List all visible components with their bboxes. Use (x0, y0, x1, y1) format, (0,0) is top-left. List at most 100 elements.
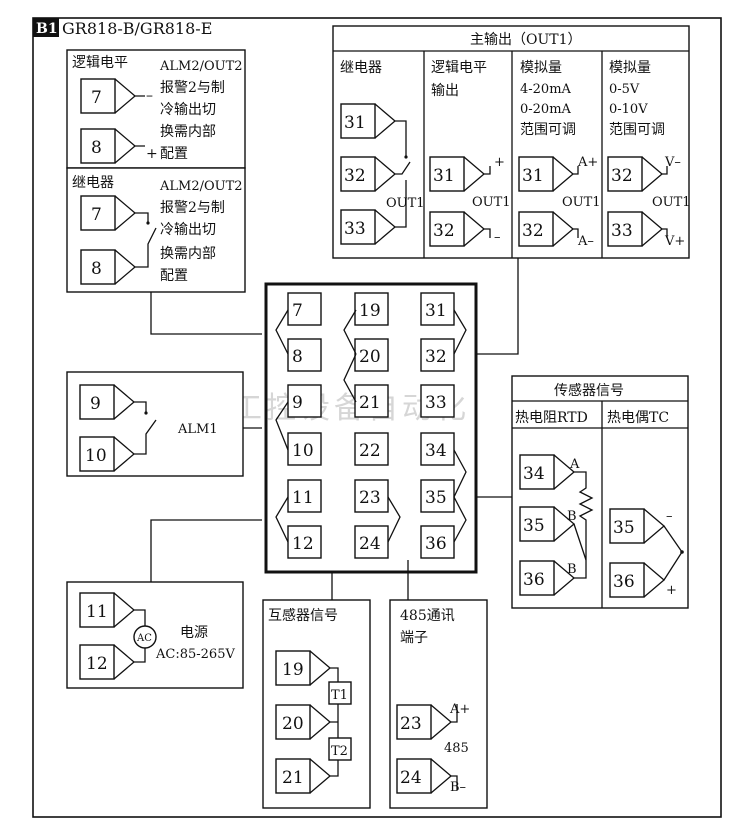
tc-plus: + (666, 583, 677, 598)
center-terminal-col2-1 (354, 338, 389, 372)
mo-col2-t0: 31 (522, 166, 544, 186)
logic-terminal-8 (80, 128, 116, 164)
rtd-letter-b1: B (567, 509, 577, 524)
tc-minus: – (666, 509, 673, 524)
alm1-t0: 9 (90, 394, 101, 414)
mo-col2-title1: 4-20mA (520, 82, 572, 97)
mo-col3-out: OUT1 (652, 195, 691, 210)
center-terminal-col1-3 (287, 432, 322, 466)
center-terminal-col2-4 (354, 479, 389, 513)
mo-col1-plus: + (494, 155, 505, 170)
center-terminal-col3-5-label: 36 (425, 534, 447, 554)
main-output-title: 主输出（OUT1） (470, 32, 582, 48)
relay-desc-3: 换需内部 (160, 245, 216, 262)
rtd-t2: 36 (523, 570, 545, 590)
mo-col2-title2: 0-20mA (520, 102, 572, 117)
relay-terminal-8-label: 8 (91, 259, 102, 279)
ct-t1-coil (328, 681, 352, 705)
comm-title-0: 485通讯 (400, 608, 455, 624)
ct-t2: 21 (282, 768, 304, 788)
main-output-box: 主输出（OUT1） 继电器 31 32 33 OUT1 逻辑电平 输出 31 3… (332, 25, 691, 259)
mo-col3-t1: 33 (611, 221, 633, 241)
logic-desc-2: 冷输出切 (160, 102, 216, 118)
tc-t0: 35 (613, 518, 635, 538)
comm-t0: 23 (400, 714, 422, 734)
center-terminal-col1-1 (287, 338, 322, 372)
center-terminal-col3-4 (420, 479, 455, 513)
ac-symbol: AC (136, 633, 152, 644)
logic-plus: + (146, 146, 158, 162)
comm-a-plus: A+ (449, 702, 470, 717)
mo-col0-title: 继电器 (340, 60, 382, 76)
logic-desc-0: ALM2/OUT2 (159, 59, 243, 74)
mo-col3-minus: V+ (664, 234, 685, 249)
rtd-title: 热电阻RTD (515, 410, 588, 426)
center-terminal-col3-1-label: 32 (425, 347, 447, 367)
badge-bg (33, 18, 59, 37)
alm1-t1: 10 (85, 446, 107, 466)
rtd-letter-b2: B (567, 562, 577, 577)
mo-col2-title0: 模拟量 (520, 60, 562, 76)
relay-title: 继电器 (72, 175, 114, 191)
relay-desc-0: ALM2/OUT2 (159, 179, 243, 194)
relay-box: 继电器 ALM2/OUT2 报警2与制 冷输出切 换需内部 配置 7 8 (66, 167, 246, 293)
mo-col1-t0: 31 (433, 166, 455, 186)
center-terminal-col2-0-label: 19 (359, 301, 381, 321)
tc-t1: 36 (613, 572, 635, 592)
center-terminal-col1-4 (287, 479, 322, 513)
mo-col1-t1: 32 (433, 221, 455, 241)
center-terminal-col3-3-label: 34 (425, 441, 447, 461)
relay-desc-4: 配置 (160, 268, 188, 284)
wire-relay-to-block (150, 292, 262, 335)
center-terminal-col2-1-label: 20 (359, 347, 381, 367)
center-terminal-col1-3-label: 10 (292, 441, 314, 461)
relay-terminal-8 (80, 249, 116, 285)
center-terminal-col2-3 (354, 432, 389, 466)
logic-terminal-7-label: 7 (91, 88, 102, 108)
center-terminal-col2-4-label: 23 (359, 488, 381, 508)
mo-col2-t1: 32 (522, 221, 544, 241)
center-terminal-col2-2-label: 21 (359, 393, 381, 413)
center-terminal-col2-3-label: 22 (359, 441, 381, 461)
center-terminal-col1-0 (287, 292, 322, 326)
relay-desc-1: 报警2与制 (160, 200, 225, 216)
alm1-box: 9 10 ALM1 (66, 371, 244, 477)
center-terminal-col2-5 (354, 525, 389, 559)
mo-col3-t0: 32 (611, 166, 633, 186)
relay-terminal-7-label: 7 (91, 205, 102, 225)
mo-col2-out: OUT1 (562, 195, 601, 210)
mo-col2-title3: 范围可调 (520, 121, 576, 138)
rtd-t0: 34 (523, 464, 545, 484)
mo-col0-out: OUT1 (386, 196, 425, 211)
comm-title-1: 端子 (400, 630, 428, 646)
center-terminal-col1-2-label: 9 (292, 393, 303, 413)
relay-terminal-7 (80, 195, 116, 231)
ct-t1: 20 (282, 714, 304, 734)
logic-desc-3: 换需内部 (160, 123, 216, 140)
rtd-letter-a: A (569, 457, 580, 472)
center-terminal-col3-2 (420, 384, 455, 418)
comm-t1: 24 (400, 768, 422, 788)
comm-485: 485 (444, 741, 469, 756)
ct-t2-coil (328, 737, 352, 761)
wire-mainout-to-block (476, 258, 519, 355)
center-terminal-col3-2-label: 33 (425, 393, 447, 413)
alm1-label: ALM1 (177, 422, 218, 437)
mo-col1-title1: 输出 (431, 83, 459, 99)
outer-frame (32, 17, 722, 818)
sensor-title: 传感器信号 (554, 382, 624, 399)
power-range: AC:85-265V (155, 647, 235, 662)
center-terminal-col3-3 (420, 432, 455, 466)
logic-level-box: 逻辑电平 ALM2/OUT2 报警2与制 冷输出切 换需内部 配置 7 8 – … (66, 49, 246, 169)
mo-col1-title0: 逻辑电平 (431, 60, 487, 76)
mo-col3-plus: V– (664, 155, 681, 170)
mo-col3-title0: 模拟量 (609, 60, 651, 76)
power-t1: 12 (86, 654, 108, 674)
mo-col1-minus: – (494, 230, 501, 245)
relay-desc-2: 冷输出切 (160, 222, 216, 238)
mo-col3-title1: 0-5V (609, 82, 640, 97)
center-terminal-col1-0-label: 7 (292, 301, 303, 321)
logic-terminal-8-label: 8 (91, 138, 102, 158)
mo-col1-out: OUT1 (472, 195, 511, 210)
